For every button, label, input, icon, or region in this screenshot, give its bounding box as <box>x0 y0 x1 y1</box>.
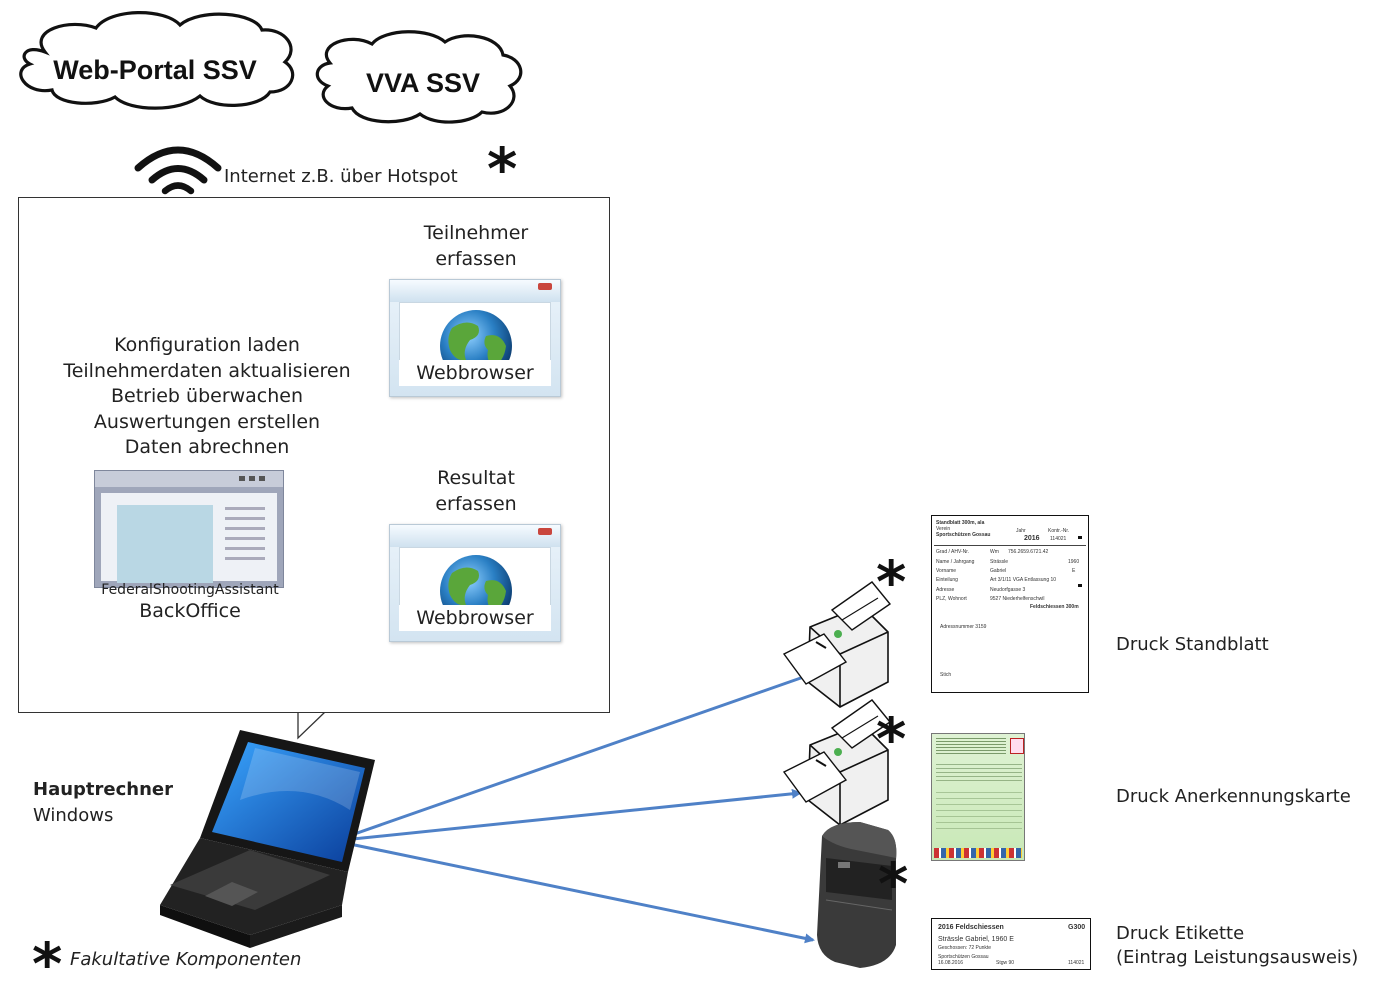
legend-star: * <box>32 930 63 998</box>
browser-top-title: Teilnehmer erfassen <box>396 220 556 272</box>
label-nr: 114021 <box>1068 960 1085 966</box>
arrow-to-label-printer <box>344 841 815 944</box>
optional-star-printer-1: * <box>876 548 907 616</box>
output-etikette-line1: Druck Etikette <box>1116 923 1245 944</box>
standblatt-row-value: Wm <box>990 549 999 555</box>
label-code: G300 <box>1068 924 1086 931</box>
label-name: Strässle Gabriel, 1960 E <box>938 936 1014 943</box>
optional-star-internet: * <box>487 135 518 203</box>
backoffice-label-line2: BackOffice <box>139 600 241 622</box>
task-item: Konfiguration laden <box>114 334 300 356</box>
standblatt-row-label: Name / Jahrgang <box>936 559 975 565</box>
arrow-to-printer-1 <box>342 670 817 840</box>
standblatt-row-label: Einteilung <box>936 577 958 583</box>
anerkennungskarte-document <box>931 733 1025 861</box>
standblatt-row-value: Art 3/1/11 VGA Entlassung 10 <box>990 577 1057 583</box>
standblatt-row-value: Gabriel <box>990 568 1007 574</box>
cloud-vva <box>315 30 523 124</box>
task-item: Betrieb überwachen <box>110 385 304 407</box>
label-printer-icon <box>817 822 897 968</box>
output-standblatt: Druck Standblatt <box>1116 634 1269 655</box>
standblatt-verein: Sportschützen Gossau <box>936 532 991 538</box>
connector-arrows <box>342 670 817 944</box>
label-stgw: Stgw 90 <box>996 960 1015 966</box>
browser-bottom-title: Resultat erfassen <box>396 465 556 517</box>
task-item: Auswertungen erstellen <box>93 410 321 433</box>
label-club: Sportschützen Gossau <box>938 954 989 960</box>
label-result: Geschossen: 72 Punkte <box>938 945 992 951</box>
diagram-canvas <box>19 11 988 968</box>
task-list: Konfiguration laden Teilnehmerdaten aktu… <box>22 333 392 461</box>
cloud-web-portal <box>19 11 295 110</box>
close-icon <box>538 528 552 535</box>
internet-label: Internet z.B. über Hotspot <box>224 166 458 187</box>
output-anerkennungskarte: Druck Anerkennungskarte <box>1116 786 1351 807</box>
browser-bottom-title-line1: Resultat <box>437 467 515 489</box>
standblatt-kontr-label: Kontr.-Nr. <box>1048 528 1070 534</box>
standblatt-row-extra: E <box>1072 568 1076 574</box>
standblatt-verein-label: Verein <box>936 526 951 532</box>
standblatt-row-extra: 1960 <box>1068 559 1080 565</box>
browser-top-title-line2: erfassen <box>435 248 517 270</box>
backoffice-label: FederalShootingAssistant BackOffice <box>60 580 320 622</box>
laptop-icon <box>160 730 375 948</box>
cloud-label-web-portal: Web-Portal SSV <box>53 55 257 85</box>
label-date: 16.08.2016 <box>938 960 964 966</box>
standblatt-title: Standblatt 300m, ala <box>936 520 985 526</box>
standblatt-row-label: PLZ, Wohnort <box>936 596 967 602</box>
output-etikette-line2: (Eintrag Leistungsausweis) <box>1116 947 1359 968</box>
webbrowser-label-top: Webbrowser <box>399 360 551 386</box>
printer-icon-2 <box>782 699 892 826</box>
browser-top-title-line1: Teilnehmer <box>423 222 529 244</box>
label-title: 2016 Feldschiessen <box>938 924 1004 931</box>
standblatt-jahr: 2016 <box>1024 535 1040 542</box>
output-etikette: Druck Etikette (Eintrag Leistungsausweis… <box>1116 922 1358 970</box>
bubble-tail <box>297 711 326 740</box>
printer-icon-1 <box>782 581 892 708</box>
standblatt-code2: Stich <box>940 672 952 678</box>
standblatt-row-label: Grad / AHV-Nr. <box>936 549 970 555</box>
standblatt-row-extra: 756.2659.6721.42 <box>1008 549 1049 555</box>
standblatt-kontr: 114021 <box>1050 536 1067 542</box>
task-item: Daten abrechnen <box>124 436 290 458</box>
etikette-document: 2016 Feldschiessen G300 Strässle Gabriel… <box>931 918 1091 970</box>
webbrowser-label-bottom: Webbrowser <box>399 605 551 631</box>
computer-name: Hauptrechner <box>33 779 173 800</box>
standblatt-footer: Feldschiessen 300m <box>1030 604 1079 610</box>
standblatt-row-value: 9527 Niederhelfenschwil <box>990 596 1045 602</box>
standblatt-row-label: Adresse <box>936 587 955 593</box>
optional-star-printer-2: * <box>876 705 907 773</box>
standblatt-jahr-label: Jahr <box>1016 528 1026 534</box>
optional-star-label-printer: * <box>878 850 909 918</box>
standblatt-row-value: Neudorfgasse 3 <box>990 587 1026 593</box>
backoffice-label-line1: FederalShootingAssistant <box>101 582 279 598</box>
standblatt-code1: Adressnummer 3159 <box>940 624 987 630</box>
webbrowser-window-bottom: Webbrowser <box>389 524 561 642</box>
legend-text: Fakultative Komponenten <box>70 949 302 970</box>
arrow-to-printer-2 <box>342 788 802 842</box>
cloud-label-vva: VVA SSV <box>365 68 481 98</box>
standblatt-row-label: Vorname <box>936 568 957 574</box>
computer-os: Windows <box>33 805 114 826</box>
browser-bottom-title-line2: erfassen <box>435 493 517 515</box>
close-icon <box>538 283 552 290</box>
standblatt-row-value: Strässle <box>990 559 1009 565</box>
task-item: Teilnehmerdaten aktualisieren <box>63 359 351 382</box>
standblatt-document: Standblatt 300m, ala Verein Sportschütze… <box>931 515 1089 693</box>
webbrowser-window-top: Webbrowser <box>389 279 561 397</box>
backoffice-app-window <box>94 470 284 588</box>
